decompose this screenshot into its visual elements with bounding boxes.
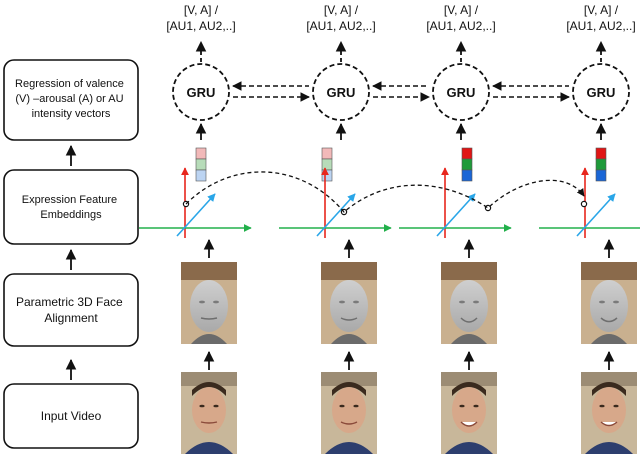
gru-cell: [432, 63, 490, 121]
output-label: [V, A] / [AU1, AU2,..]: [566, 3, 635, 33]
output-label-line2: [AU1, AU2,..]: [566, 19, 635, 33]
gru-label: GRU: [587, 85, 616, 100]
output-label-line1: [V, A] /: [584, 3, 619, 17]
pipeline-box-alignment: Parametric 3D Face Alignment: [3, 273, 139, 347]
stage-regression-line2: (V) –arousal (A) or AU: [15, 93, 123, 105]
output-label: [V, A] / [AU1, AU2,..]: [166, 3, 235, 33]
output-label-line1: [V, A] /: [324, 3, 359, 17]
gru-cell: [312, 63, 370, 121]
feature-bar-segment: [461, 169, 473, 182]
gru-label: GRU: [187, 85, 216, 100]
svg-text:Expression Feature Embed: Expression Feature Embeddings: [22, 194, 120, 221]
column-3: [V, A] / [AU1, AU2,..] GRU: [399, 3, 512, 454]
stage-embeddings-line2: Embeddings: [40, 209, 102, 221]
feature-bar-segment: [595, 169, 607, 182]
svg-text:Parametric 3D Face Align: Parametric 3D Face Alignment: [16, 295, 126, 325]
feature-bar-segment: [595, 147, 607, 160]
stage-regression-line3: intensity vectors: [32, 108, 111, 120]
feature-bar-segment: [595, 158, 607, 171]
feature-bar-segment: [461, 158, 473, 171]
output-label-line1: [V, A] /: [184, 3, 219, 17]
gru-cell: [172, 63, 230, 121]
feature-bar-segment: [195, 158, 207, 171]
gru-label: GRU: [447, 85, 476, 100]
stage-regression-line1: Regression of valence: [15, 78, 124, 90]
feature-bar-segment: [195, 147, 207, 160]
embedding-trajectory: [185, 171, 585, 213]
pipeline-box-input: Input Video: [3, 383, 139, 449]
column-2: [V, A] / [AU1, AU2,..] GRU: [279, 3, 392, 454]
stage-embeddings-line1: Expression Feature: [22, 194, 117, 206]
axis-z: [176, 193, 216, 237]
stage-input-line1: Input Video: [41, 409, 102, 423]
face-3d-render: [321, 262, 377, 344]
gru-cell: [572, 63, 630, 121]
video-frame: [321, 372, 377, 454]
face-3d-render: [181, 262, 237, 344]
stage-alignment-line2: Alignment: [44, 311, 98, 325]
column-4: [V, A] / [AU1, AU2,..] GRU: [539, 3, 640, 454]
output-label-line1: [V, A] /: [444, 3, 479, 17]
output-label-line2: [AU1, AU2,..]: [166, 19, 235, 33]
video-frame: [181, 372, 237, 454]
svg-text:Input Video: Input Video: [41, 409, 102, 423]
output-label: [V, A] / [AU1, AU2,..]: [306, 3, 375, 33]
stage-alignment-line1: Parametric 3D Face: [16, 295, 123, 309]
pipeline-box-embeddings: Expression Feature Embeddings: [3, 169, 139, 245]
video-frame: [441, 372, 497, 454]
gru-label: GRU: [327, 85, 356, 100]
svg-text:Regression of valence (V: Regression of valence (V) –arousal (A) o…: [15, 78, 127, 120]
output-label: [V, A] / [AU1, AU2,..]: [426, 3, 495, 33]
output-label-line2: [AU1, AU2,..]: [306, 19, 375, 33]
axis-z: [436, 193, 476, 237]
pipeline-box-regression: Regression of valence (V) –arousal (A) o…: [3, 59, 139, 141]
column-1: [V, A] / [AU1, AU2,..] GRU: [139, 3, 252, 454]
feature-bar-segment: [321, 147, 333, 160]
feature-bar-segment: [195, 169, 207, 182]
face-3d-render: [581, 262, 637, 344]
video-frame: [581, 372, 637, 454]
axis-z: [316, 193, 356, 237]
embedding-point: [580, 200, 588, 208]
feature-bar-segment: [321, 169, 333, 182]
feature-bar-segment: [321, 158, 333, 171]
face-3d-render: [441, 262, 497, 344]
output-label-line2: [AU1, AU2,..]: [426, 19, 495, 33]
feature-bar-segment: [461, 147, 473, 160]
axis-z: [576, 193, 616, 237]
